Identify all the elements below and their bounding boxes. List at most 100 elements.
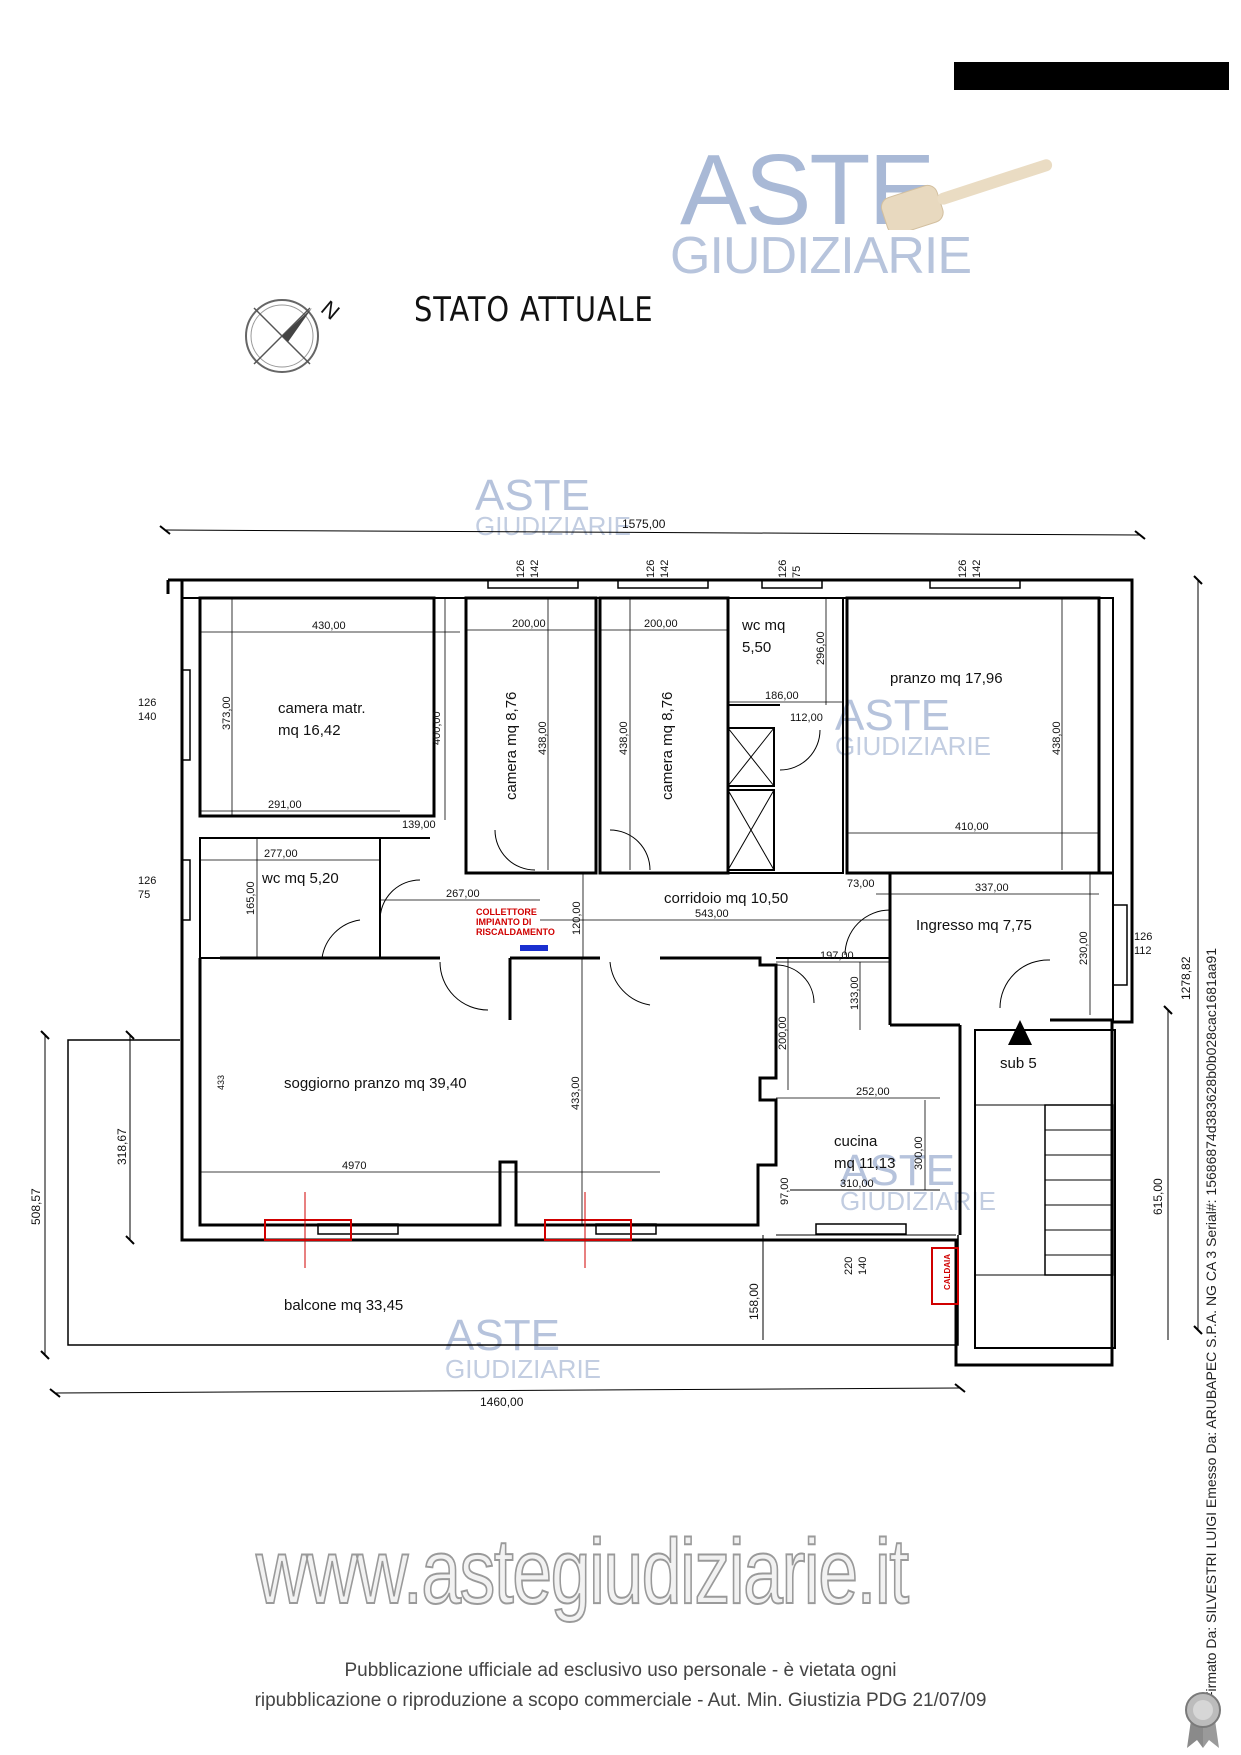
svg-text:277,00: 277,00 bbox=[264, 848, 298, 860]
room-wc1-area: 5,50 bbox=[742, 639, 771, 656]
svg-text:4970: 4970 bbox=[342, 1160, 366, 1172]
collettore-marker bbox=[520, 945, 548, 951]
radiator-1 bbox=[264, 1219, 352, 1241]
svg-text:ASTE: ASTE bbox=[840, 1146, 955, 1195]
collettore-label-3: RISCALDAMENTO bbox=[476, 927, 555, 937]
svg-text:373,00: 373,00 bbox=[221, 696, 233, 730]
svg-text:296,00: 296,00 bbox=[815, 631, 827, 665]
svg-text:112: 112 bbox=[1134, 945, 1152, 957]
svg-text:220: 220 bbox=[843, 1257, 855, 1275]
svg-text:230,00: 230,00 bbox=[1078, 931, 1090, 965]
svg-text:430,00: 430,00 bbox=[312, 620, 346, 632]
svg-text:75: 75 bbox=[138, 889, 150, 901]
svg-text:ASTE: ASTE bbox=[475, 471, 590, 520]
svg-text:337,00: 337,00 bbox=[975, 882, 1009, 894]
watermark-small-4: ASTE GIUDIZIARIE bbox=[445, 1311, 601, 1384]
svg-text:267,00: 267,00 bbox=[446, 888, 480, 900]
collettore-label-1: COLLETTORE bbox=[476, 907, 537, 917]
room-camera-matr-area: mq 16,42 bbox=[278, 722, 341, 739]
room-ingresso-label: Ingresso mq 7,75 bbox=[916, 917, 1032, 934]
svg-text:142: 142 bbox=[971, 560, 983, 578]
svg-text:ASTE: ASTE bbox=[445, 1311, 560, 1360]
svg-text:200,00: 200,00 bbox=[644, 618, 678, 630]
caldaia-label: CALDAIA bbox=[943, 1254, 952, 1290]
svg-text:186,00: 186,00 bbox=[765, 690, 799, 702]
disclaimer-line-2: ripubblicazione o riproduzione a scopo c… bbox=[254, 1690, 987, 1711]
dim-left-outer: 508,57 bbox=[29, 1188, 43, 1225]
svg-text:133,00: 133,00 bbox=[849, 976, 861, 1010]
room-sub-label: sub 5 bbox=[1000, 1055, 1037, 1072]
watermark-small-1: ASTE GIUDIZIARIE bbox=[475, 471, 631, 541]
compass-icon: N bbox=[245, 295, 345, 373]
svg-text:120,00: 120,00 bbox=[571, 901, 583, 935]
room-corridoio-label: corridoio mq 10,50 bbox=[664, 890, 788, 907]
dim-top-total: 1575,00 bbox=[622, 517, 666, 531]
svg-text:ASTE: ASTE bbox=[835, 691, 950, 740]
svg-text:438,00: 438,00 bbox=[1051, 721, 1063, 755]
svg-text:252,00: 252,00 bbox=[856, 1086, 890, 1098]
svg-text:140: 140 bbox=[138, 711, 156, 723]
svg-text:140: 140 bbox=[857, 1257, 869, 1275]
svg-text:142: 142 bbox=[659, 560, 671, 578]
room-camera2-label: camera mq 8,76 bbox=[659, 692, 676, 800]
room-balcone-label: balcone mq 33,45 bbox=[284, 1297, 403, 1314]
svg-text:73,00: 73,00 bbox=[847, 878, 875, 890]
svg-text:126: 126 bbox=[138, 697, 156, 709]
redaction-bar bbox=[954, 62, 1229, 90]
svg-text:438,00: 438,00 bbox=[618, 721, 630, 755]
svg-text:200,00: 200,00 bbox=[512, 618, 546, 630]
svg-text:438,00: 438,00 bbox=[537, 721, 549, 755]
svg-text:197,00: 197,00 bbox=[820, 950, 854, 962]
svg-text:126: 126 bbox=[1134, 931, 1152, 943]
room-camera1-label: camera mq 8,76 bbox=[503, 692, 520, 800]
dim-balcony-depth: 158,00 bbox=[747, 1283, 761, 1320]
room-pranzo-label: pranzo mq 17,96 bbox=[890, 670, 1003, 687]
page-title: STATO ATTUALE bbox=[414, 290, 654, 330]
svg-text:126: 126 bbox=[515, 560, 527, 578]
watermark-small-2: ASTE GIUDIZIARIE bbox=[835, 691, 991, 761]
room-wc1-label: wc mq bbox=[741, 617, 785, 634]
disclaimer-line-1: Pubblicazione ufficiale ad esclusivo uso… bbox=[344, 1660, 897, 1681]
room-cucina-area: mq 11,13 bbox=[834, 1155, 895, 1172]
svg-text:GIUDIZIARIE: GIUDIZIARIE bbox=[475, 511, 631, 541]
room-soggiorno-label: soggiorno pranzo mq 39,40 bbox=[284, 1075, 467, 1092]
svg-text:75: 75 bbox=[791, 566, 803, 578]
boiler-box bbox=[931, 1247, 959, 1305]
svg-text:126: 126 bbox=[777, 560, 789, 578]
watermark-giudiziarie-text: GIUDIZIARIE bbox=[670, 227, 972, 285]
room-wc2-label: wc mq 5,20 bbox=[261, 870, 339, 887]
arrow-up-icon bbox=[1008, 1020, 1032, 1045]
svg-text:200,00: 200,00 bbox=[777, 1016, 789, 1050]
svg-text:GIUDIZIARIE: GIUDIZIARIE bbox=[445, 1354, 601, 1384]
svg-text:165,00: 165,00 bbox=[245, 881, 257, 915]
dim-left-inner: 318,67 bbox=[115, 1128, 129, 1165]
svg-text:139,00: 139,00 bbox=[402, 819, 436, 831]
svg-text:310,00: 310,00 bbox=[840, 1178, 874, 1190]
watermark-small-3: ASTE GIUDIZIARIE bbox=[840, 1146, 996, 1216]
room-cucina-label: cucina bbox=[834, 1133, 878, 1150]
collettore-label-2: IMPIANTO DI bbox=[476, 917, 531, 927]
svg-text:112,00: 112,00 bbox=[790, 712, 823, 724]
gavel-icon bbox=[880, 159, 1053, 230]
website-watermark: www.astegiudiziarie.it bbox=[255, 1520, 910, 1624]
svg-text:433: 433 bbox=[216, 1075, 226, 1090]
svg-text:142: 142 bbox=[529, 560, 541, 578]
svg-text:433,00: 433,00 bbox=[570, 1076, 582, 1110]
svg-text:410,00: 410,00 bbox=[955, 821, 989, 833]
svg-text:400,00: 400,00 bbox=[431, 711, 443, 745]
dim-bottom-total: 1460,00 bbox=[480, 1395, 524, 1409]
dim-right-total: 1278,82 bbox=[1179, 956, 1193, 1000]
room-camera-matr-label: camera matr. bbox=[278, 700, 366, 717]
radiator-2 bbox=[544, 1219, 632, 1241]
svg-text:126: 126 bbox=[957, 560, 969, 578]
svg-text:543,00: 543,00 bbox=[695, 908, 729, 920]
svg-text:126: 126 bbox=[645, 560, 657, 578]
digital-signature-text: Firmato Da: SILVESTRI LUIGI Emesso Da: A… bbox=[1203, 947, 1219, 1700]
svg-text:97,00: 97,00 bbox=[779, 1177, 791, 1205]
seal-icon bbox=[1185, 1692, 1221, 1748]
dim-right-lower: 615,00 bbox=[1151, 1178, 1165, 1215]
svg-text:GIUDIZIARIE: GIUDIZIARIE bbox=[840, 1186, 996, 1216]
svg-text:GIUDIZIARIE: GIUDIZIARIE bbox=[835, 731, 991, 761]
svg-text:300,00: 300,00 bbox=[913, 1136, 925, 1170]
